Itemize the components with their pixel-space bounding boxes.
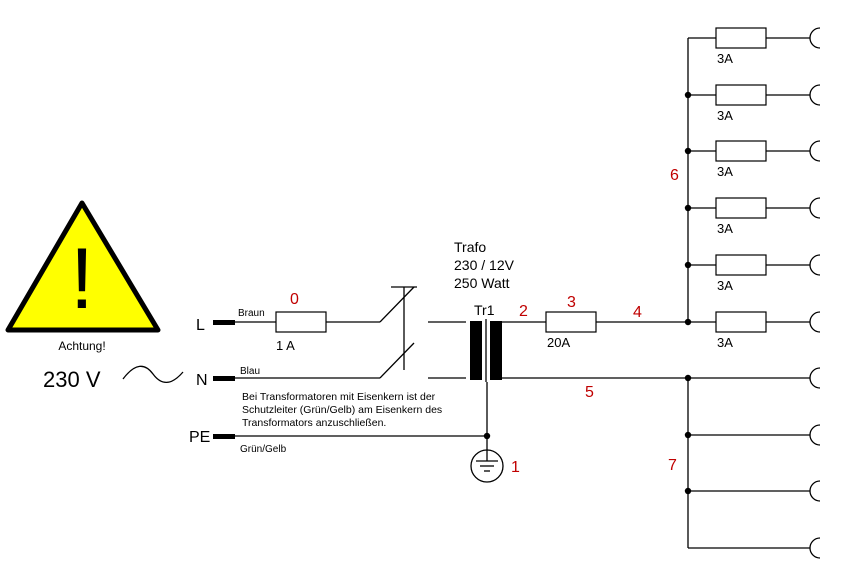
marker-7: 7	[668, 457, 677, 474]
switch-contact-l	[379, 286, 415, 323]
secondary-fuse-symbol	[545, 311, 597, 333]
branch-fuse-label: 3A	[717, 335, 733, 350]
lamp-icon	[809, 140, 821, 162]
main-fuse-symbol	[275, 311, 327, 333]
wire-color-pe: Grün/Gelb	[240, 444, 287, 455]
transformer-ratio: 230 / 12V	[454, 257, 515, 273]
wire-color-n: Blau	[240, 366, 260, 377]
branch-fuse-symbol	[715, 254, 767, 276]
switch-contact-n	[379, 342, 415, 379]
marker-4: 4	[633, 304, 642, 321]
lamp-icon	[809, 84, 821, 106]
lamp-icon	[809, 537, 821, 559]
ac-symbol-icon	[122, 365, 184, 384]
terminal-pe-bar	[213, 434, 235, 439]
lamp-icon	[809, 311, 821, 333]
marker-3: 3	[567, 294, 576, 311]
transformer-title: Trafo	[454, 239, 486, 255]
branch-fuse-label: 3A	[717, 108, 733, 123]
main-fuse-label: 1 A	[276, 338, 295, 353]
terminal-n-label: N	[196, 372, 208, 389]
warning-triangle-icon: !	[5, 200, 161, 333]
note-line-3: Transformators anzuschließen.	[242, 417, 386, 429]
terminal-l-label: L	[196, 317, 205, 334]
transformer-ref: Tr1	[474, 302, 495, 318]
branch-fuse-label: 3A	[717, 278, 733, 293]
ground-icon	[470, 449, 504, 483]
terminal-n-bar	[213, 376, 235, 381]
terminal-l-bar	[213, 320, 235, 325]
branch-fuse-label: 3A	[717, 164, 733, 179]
marker-0: 0	[290, 291, 299, 308]
lamp-icon	[809, 197, 821, 219]
warning-exclamation: !	[70, 231, 94, 327]
branch-fuse-label: 3A	[717, 221, 733, 236]
lamp-icon	[809, 254, 821, 276]
lamp-icon	[809, 480, 821, 502]
supply-voltage-label: 230 V	[43, 367, 101, 392]
branch-fuse-symbol	[715, 84, 767, 106]
branch-fuse-symbol	[715, 140, 767, 162]
branch-fuse-label: 3A	[717, 51, 733, 66]
warning-label: Achtung!	[58, 339, 105, 353]
lower-branches	[684, 367, 821, 559]
lamp-icon	[809, 27, 821, 49]
lamp-icon	[809, 424, 821, 446]
marker-2: 2	[519, 303, 528, 320]
branch-fuse-symbol	[715, 311, 767, 333]
branch-fuse-symbol	[715, 27, 767, 49]
marker-1: 1	[511, 459, 520, 476]
transformer-power: 250 Watt	[454, 275, 510, 291]
upper-branches: 3A 3A 3A 3A 3A 3A	[684, 27, 821, 350]
marker-5: 5	[585, 384, 594, 401]
terminal-pe-label: PE	[189, 429, 210, 446]
note-line-2: Schutzleiter (Grün/Gelb) am Eisenkern de…	[242, 404, 442, 416]
lamp-icon	[809, 367, 821, 389]
transformer-symbol	[470, 319, 502, 382]
branch-fuse-symbol	[715, 197, 767, 219]
marker-6: 6	[670, 167, 679, 184]
wire-color-l: Braun	[238, 308, 265, 319]
secondary-fuse-label: 20A	[547, 335, 570, 350]
note-line-1: Bei Transformatoren mit Eisenkern ist de…	[242, 391, 436, 403]
